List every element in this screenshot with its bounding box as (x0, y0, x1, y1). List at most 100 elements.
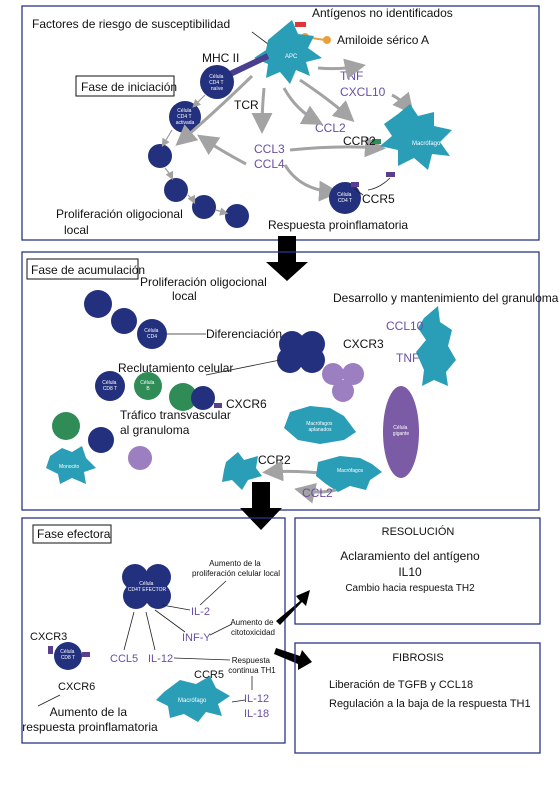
granuloma-development-label: Desarrollo y mantenimiento del granuloma (333, 291, 559, 305)
monocyte-cell (46, 446, 96, 484)
proliferation-label-1: Proliferación oligocional local (56, 207, 186, 237)
lilac-cell-1 (322, 363, 344, 385)
mhc-tcr-link (224, 53, 270, 79)
il2-label: IL-2 (191, 606, 210, 618)
proliferating-cell-3 (192, 195, 216, 219)
flattened-macrophages (284, 406, 356, 444)
ccr2-label: CCR2 (343, 134, 376, 148)
lilac-cell-3 (332, 380, 354, 402)
b-cell (134, 372, 162, 400)
apc-label: APC (285, 54, 298, 60)
il18-label: IL-18 (244, 708, 269, 720)
macrophages-group (316, 456, 382, 492)
effector-macrophage (156, 676, 230, 722)
continuous-th1-label: Respuesta continua TH1 (228, 656, 276, 675)
ccr5-label: CCR5 (362, 192, 395, 206)
mhc-label: MHC II (202, 51, 239, 65)
cxcr3-receptor (48, 646, 53, 654)
giant-cell (383, 386, 419, 478)
monocyte-label: Monocito (59, 464, 80, 470)
infy-label: INF-Y (182, 632, 211, 644)
transvascular-label: Tráfico transvascular al granuloma (120, 408, 234, 437)
naive-cell-label: Célula CD4 T naïve (209, 74, 225, 92)
ccl4-label: CCL4 (254, 157, 285, 171)
accum-cell-1 (84, 290, 112, 318)
cytotoxicity-label: Aumento de citotoxicidad (230, 618, 275, 637)
lilac-cell-2 (342, 363, 364, 385)
recruitment-label: Reclutamiento celular (118, 361, 233, 375)
giant-cell-label: Célula gigante (393, 425, 410, 437)
cxcr3-label-3: CXCR3 (30, 631, 67, 643)
cd8-cell-label: Célula CD8 T (102, 380, 118, 392)
flattened-macrophages-label: Macrófagos aplanados (306, 421, 334, 433)
macrophage-cell (380, 104, 452, 170)
resolution-line-2: IL10 (398, 565, 422, 579)
amyloid-marker-2 (323, 36, 331, 44)
cd8-t-cell (95, 371, 125, 401)
resolution-panel: RESOLUCIÓN Aclaramiento del antígeno IL1… (294, 517, 541, 625)
accumulation-title-box (26, 258, 139, 280)
effector-cd8-label: Célula CD8 T (60, 649, 76, 661)
effector-title: Fase efectora (37, 527, 111, 541)
accumulation-title: Fase de acumulación (31, 263, 145, 277)
activated-cell-label: Célula CD4 T activada (176, 108, 195, 126)
cxcr6-receptor-2 (82, 652, 90, 657)
proliferating-cell-4 (225, 204, 249, 228)
tcr-label: TCR (234, 98, 259, 112)
phase-arrow-1 (266, 236, 308, 281)
macrophage-ccr2 (222, 452, 262, 490)
initiation-phase-panel: Factores de riesgo de susceptibilidad Fa… (21, 5, 540, 241)
macrophage-label: Macrófago (412, 141, 441, 147)
accumulation-phase-panel: Fase de acumulación Proliferación oligoc… (21, 251, 559, 511)
effector-macrophage-label: Macrófago (178, 698, 207, 704)
accum-cell-2 (111, 308, 137, 334)
tnf-label: TNF (340, 69, 363, 83)
ccl2-label-2: CCL2 (302, 486, 333, 500)
effector-frame (21, 517, 286, 744)
initiation-title-box (75, 75, 175, 97)
proliferation-increase-label: Aumento de la proliferación celular loca… (192, 559, 280, 578)
effector-cd4-cell (133, 572, 161, 600)
initiation-title: Fase de iniciación (81, 80, 177, 94)
cxcr3-label-2: CXCR3 (343, 337, 384, 351)
cxcr6-label-3: CXCR6 (58, 681, 95, 693)
il12-label: IL-12 (148, 653, 173, 665)
resolution-arrow (276, 590, 310, 625)
cluster-cell-5 (290, 340, 314, 364)
resolution-line-1: Aclaramiento del antígeno (340, 549, 480, 563)
fibrosis-arrow (274, 648, 312, 670)
effector-cd8-cell (54, 642, 82, 670)
blue-cell-2 (88, 427, 114, 453)
resolution-line-3: Cambio hacia respuesta TH2 (345, 583, 475, 594)
cd4-cell-label-2: Célula CD4 (144, 328, 160, 340)
apc-cell (254, 20, 322, 84)
green-cell-2 (52, 412, 80, 440)
effector-phase-panel: Fase efectora Célula CD4T EFECTOR Aument… (21, 517, 286, 744)
proinflammatory-response-label: Respuesta proinflamatoria (268, 218, 408, 232)
macrophages-label: Macrófagos (337, 468, 364, 474)
antigen-marker (295, 22, 306, 27)
risk-factors-label: Factores de riesgo de susceptibilidad (32, 17, 230, 31)
macrophage-secretor (416, 306, 456, 386)
il12b-label: IL-12 (244, 693, 269, 705)
ccr5-label-3: CCR5 (194, 669, 224, 681)
resolution-frame (294, 517, 541, 625)
accumulation-frame (21, 251, 540, 511)
cxcr6-receptor (214, 403, 222, 408)
proinflammatory-increase-label: Aumento de la respuesta proinflamatoria (22, 705, 158, 734)
ccl3-label: CCL3 (254, 142, 285, 156)
phase-arrow-2 (240, 482, 282, 530)
ccr5-receptor-macrophage (386, 172, 395, 177)
ccl5-label: CCL5 (110, 653, 138, 665)
serum-amyloid-label: Amiloide sérico A (337, 33, 429, 47)
fibrosis-frame (294, 642, 541, 754)
naive-cd4-cell (200, 65, 234, 99)
ccl10-label: CCL10 (386, 319, 424, 333)
cxcl10-label: CXCL10 (340, 85, 386, 99)
lilac-cell-4 (128, 446, 152, 470)
cxcr6-cell (191, 386, 215, 410)
unidentified-antigens-label: Antígenos no identificados (312, 6, 453, 20)
green-cell (169, 383, 197, 411)
ccr2-label-2: CCR2 (258, 453, 291, 467)
